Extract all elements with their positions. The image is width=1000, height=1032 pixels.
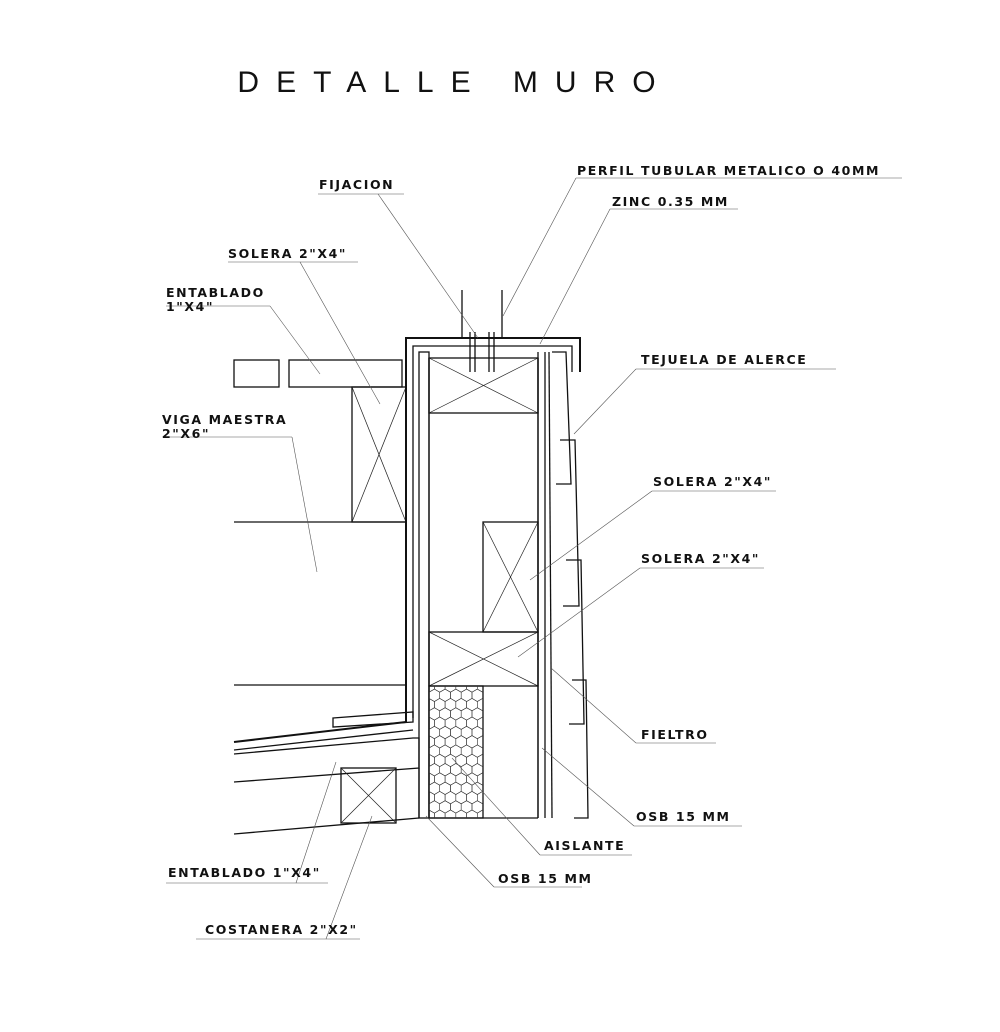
label-solera-mid: SOLERA 2"X4" bbox=[653, 474, 772, 489]
label-solera-top: SOLERA 2"X4" bbox=[228, 246, 347, 261]
insulation-cell bbox=[488, 754, 499, 766]
fijacion-screws bbox=[469, 332, 495, 372]
label-costanera: COSTANERA 2"X2" bbox=[205, 922, 358, 937]
insulation-cell bbox=[429, 784, 430, 792]
labels: PERFIL TUBULAR METALICO O 40MM ZINC 0.35… bbox=[162, 163, 880, 937]
insulation-cell bbox=[482, 747, 483, 755]
leader-lines bbox=[162, 177, 902, 940]
label-aislante: AISLANTE bbox=[544, 838, 625, 853]
exterior-layers bbox=[537, 351, 589, 819]
insulation-cell bbox=[455, 809, 467, 818]
insulation-cell bbox=[413, 717, 424, 729]
entablado-top-boards bbox=[233, 359, 403, 388]
label-fijacion: FIJACION bbox=[319, 177, 394, 192]
insulation-cell bbox=[488, 810, 499, 822]
aislante-insulation bbox=[413, 680, 499, 822]
floor-structure bbox=[233, 721, 420, 835]
label-entablado-top-1: ENTABLADO bbox=[166, 285, 265, 300]
label-tejuela: TEJUELA DE ALERCE bbox=[641, 352, 807, 367]
insulation-cell bbox=[429, 691, 430, 699]
label-entablado-top-2: 1"X4" bbox=[166, 299, 214, 314]
insulation-cell bbox=[429, 729, 430, 736]
insulation-cell bbox=[477, 809, 483, 818]
insulation-cell bbox=[429, 766, 430, 774]
insulation-cell bbox=[413, 810, 424, 822]
label-fieltro: FIELTRO bbox=[641, 727, 709, 742]
label-viga-1: VIGA MAESTRA bbox=[162, 412, 287, 427]
wall-frame bbox=[418, 351, 539, 819]
insulation-cell bbox=[413, 791, 424, 803]
label-osb-right: OSB 15 MM bbox=[636, 809, 731, 824]
insulation-cell bbox=[413, 680, 424, 692]
insulation-cell bbox=[429, 803, 430, 811]
solera-top-left bbox=[351, 386, 407, 523]
page-title: DETALLE MURO bbox=[237, 66, 673, 99]
insulation-cell bbox=[488, 736, 499, 748]
insulation-cell bbox=[482, 766, 483, 774]
perfil-tubular bbox=[461, 290, 503, 338]
label-viga-2: 2"X6" bbox=[162, 426, 210, 441]
label-osb-bottom: OSB 15 MM bbox=[498, 871, 593, 886]
insulation-cell bbox=[482, 803, 483, 811]
label-zinc: ZINC 0.35 MM bbox=[612, 194, 729, 209]
viga-maestra bbox=[234, 521, 406, 686]
insulation-cell bbox=[482, 784, 483, 792]
insulation-cell bbox=[413, 754, 424, 766]
insulation-cell bbox=[413, 698, 424, 710]
label-entablado-bottom: ENTABLADO 1"X4" bbox=[168, 865, 321, 880]
label-perfil: PERFIL TUBULAR METALICO O 40MM bbox=[577, 163, 880, 178]
insulation-cell bbox=[482, 728, 483, 737]
label-solera-low: SOLERA 2"X4" bbox=[641, 551, 760, 566]
insulation-cell bbox=[444, 809, 457, 818]
insulation-cell bbox=[413, 773, 424, 785]
insulation-cell bbox=[488, 791, 499, 803]
insulation-cell bbox=[488, 717, 499, 729]
insulation-cell bbox=[434, 809, 446, 818]
insulation-cell bbox=[488, 698, 499, 710]
insulation-cell bbox=[488, 773, 499, 785]
insulation-cell bbox=[429, 747, 430, 755]
insulation-cell bbox=[429, 710, 430, 718]
zinc-flashing bbox=[332, 337, 581, 728]
insulation-cell bbox=[466, 809, 478, 818]
insulation-cell bbox=[482, 710, 483, 718]
insulation-cell bbox=[482, 691, 483, 699]
